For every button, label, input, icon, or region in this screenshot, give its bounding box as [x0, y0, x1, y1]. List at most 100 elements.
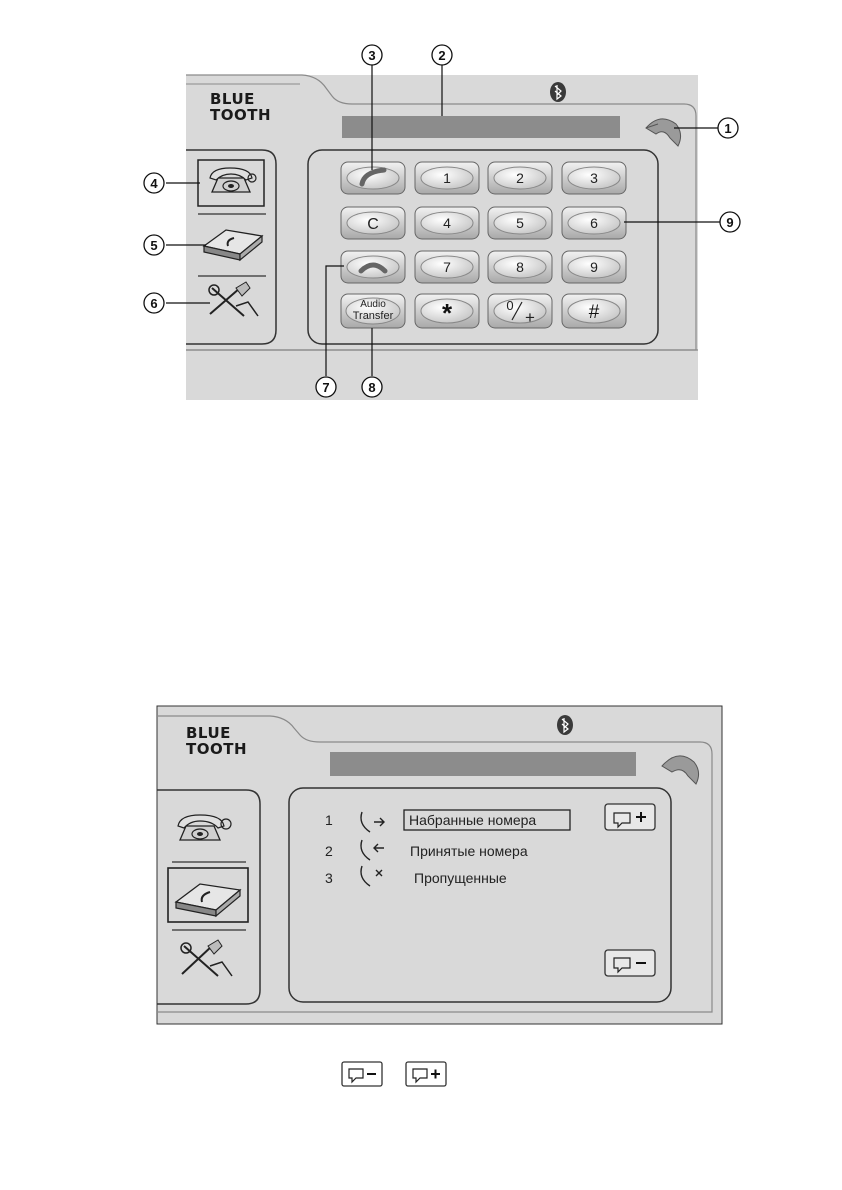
callout-lines — [166, 64, 720, 376]
callout-9: 9 — [719, 211, 741, 233]
svg-text:5: 5 — [150, 238, 157, 253]
svg-text:8: 8 — [368, 380, 375, 395]
svg-text:Transfer: Transfer — [353, 310, 394, 322]
tools-icon — [208, 281, 259, 317]
tab-settings[interactable] — [180, 939, 233, 977]
svg-text:+: + — [525, 308, 535, 327]
list-item-missed[interactable]: Пропущенные — [414, 870, 507, 886]
brand-line1: BLUE — [186, 724, 231, 742]
svg-text:*: * — [442, 298, 453, 328]
svg-text:4: 4 — [443, 215, 451, 231]
callout-1: 1 — [717, 117, 739, 139]
list-item-received[interactable]: Принятые номера — [410, 843, 528, 859]
key-3[interactable]: 3 — [561, 161, 627, 195]
call-button[interactable] — [340, 161, 406, 195]
tab-phonebook[interactable] — [167, 867, 249, 923]
tab-dialpad[interactable] — [197, 159, 265, 207]
bluetooth-dialpad-screen: BLUE TOOTH — [143, 44, 741, 400]
bluetooth-call-log-screen: BLUE TOOTH — [156, 705, 723, 1025]
list-item-number: 1 — [325, 812, 333, 828]
svg-text:6: 6 — [590, 215, 598, 231]
bluetooth-icon — [550, 82, 566, 102]
note-icon — [613, 812, 631, 829]
display-bar — [330, 752, 636, 776]
key-8[interactable]: 8 — [487, 250, 553, 284]
dialed-call-icon — [360, 811, 385, 833]
key-5[interactable]: 5 — [487, 206, 553, 240]
svg-text:3: 3 — [368, 48, 375, 63]
callout-3: 3 — [361, 44, 383, 66]
callout-8: 8 — [361, 376, 383, 398]
key-7[interactable]: 7 — [414, 250, 480, 284]
key-9[interactable]: 9 — [561, 250, 627, 284]
svg-text:9: 9 — [590, 259, 598, 275]
callout-5: 5 — [143, 234, 165, 256]
hangup-handset-icon — [358, 262, 388, 274]
svg-text:C: C — [367, 216, 379, 233]
svg-text:3: 3 — [590, 170, 598, 186]
tab-dialpad[interactable] — [177, 814, 232, 841]
callout-4: 4 — [143, 172, 165, 194]
svg-text:4: 4 — [150, 176, 158, 191]
panel-outline — [186, 74, 697, 351]
key-2[interactable]: 2 — [487, 161, 553, 195]
call-handset-icon — [359, 167, 387, 187]
legend-delete-icon — [341, 1061, 383, 1087]
note-icon — [613, 957, 631, 974]
add-contact-button[interactable] — [604, 803, 656, 831]
callout-6: 6 — [143, 292, 165, 314]
svg-text:6: 6 — [150, 296, 157, 311]
legend-icons — [341, 1061, 447, 1087]
list-item-number: 2 — [325, 843, 333, 859]
key-clear[interactable]: C — [340, 206, 406, 240]
bluetooth-icon — [557, 715, 573, 735]
key-zero-plus[interactable]: 0 + — [487, 293, 553, 329]
panel-outline — [157, 715, 713, 1013]
svg-text:1: 1 — [724, 121, 731, 136]
tab-settings[interactable] — [208, 281, 259, 317]
telephone-icon — [177, 814, 232, 841]
brand-line2: TOOTH — [186, 740, 247, 758]
selected-row-highlight — [403, 809, 571, 831]
callout-2: 2 — [431, 44, 453, 66]
missed-call-icon — [360, 865, 383, 887]
brand-line2: TOOTH — [210, 106, 271, 124]
svg-text:8: 8 — [516, 259, 524, 275]
key-1[interactable]: 1 — [414, 161, 480, 195]
svg-text:7: 7 — [322, 380, 329, 395]
svg-text:Audio: Audio — [360, 299, 386, 310]
svg-text:2: 2 — [516, 170, 524, 186]
svg-text:7: 7 — [443, 259, 451, 275]
svg-text:1: 1 — [443, 170, 451, 186]
keypad-frame — [307, 149, 659, 345]
back-button[interactable] — [661, 755, 700, 785]
number-display — [342, 116, 620, 138]
tools-icon — [180, 939, 233, 977]
audio-transfer-button[interactable]: Audio Transfer — [340, 293, 406, 329]
key-6[interactable]: 6 — [561, 206, 627, 240]
list-item-dialed[interactable]: Набранные номера — [409, 812, 537, 828]
svg-text:0: 0 — [506, 298, 513, 313]
received-call-icon — [360, 839, 384, 861]
legend-add-icon — [405, 1061, 447, 1087]
phonebook-icon — [202, 229, 264, 262]
keypad: 1 2 3 C 4 5 6 — [340, 161, 627, 329]
svg-text:2: 2 — [438, 48, 445, 63]
side-tab-panel — [157, 789, 261, 1005]
back-button[interactable] — [645, 118, 682, 147]
telephone-icon — [209, 167, 257, 193]
call-log-frame — [288, 787, 672, 1003]
phonebook-icon — [174, 883, 242, 918]
svg-text:9: 9 — [726, 215, 733, 230]
callout-7: 7 — [315, 376, 337, 398]
key-hash[interactable]: # — [561, 293, 627, 329]
end-call-button[interactable] — [340, 250, 406, 284]
tab-phonebook[interactable] — [202, 229, 264, 262]
key-4[interactable]: 4 — [414, 206, 480, 240]
delete-contact-button[interactable] — [604, 949, 656, 977]
key-star[interactable]: * — [414, 293, 480, 329]
brand-line1: BLUE — [210, 90, 255, 108]
svg-text:5: 5 — [516, 215, 524, 231]
svg-text:#: # — [589, 302, 600, 323]
plus-icon — [636, 812, 646, 822]
